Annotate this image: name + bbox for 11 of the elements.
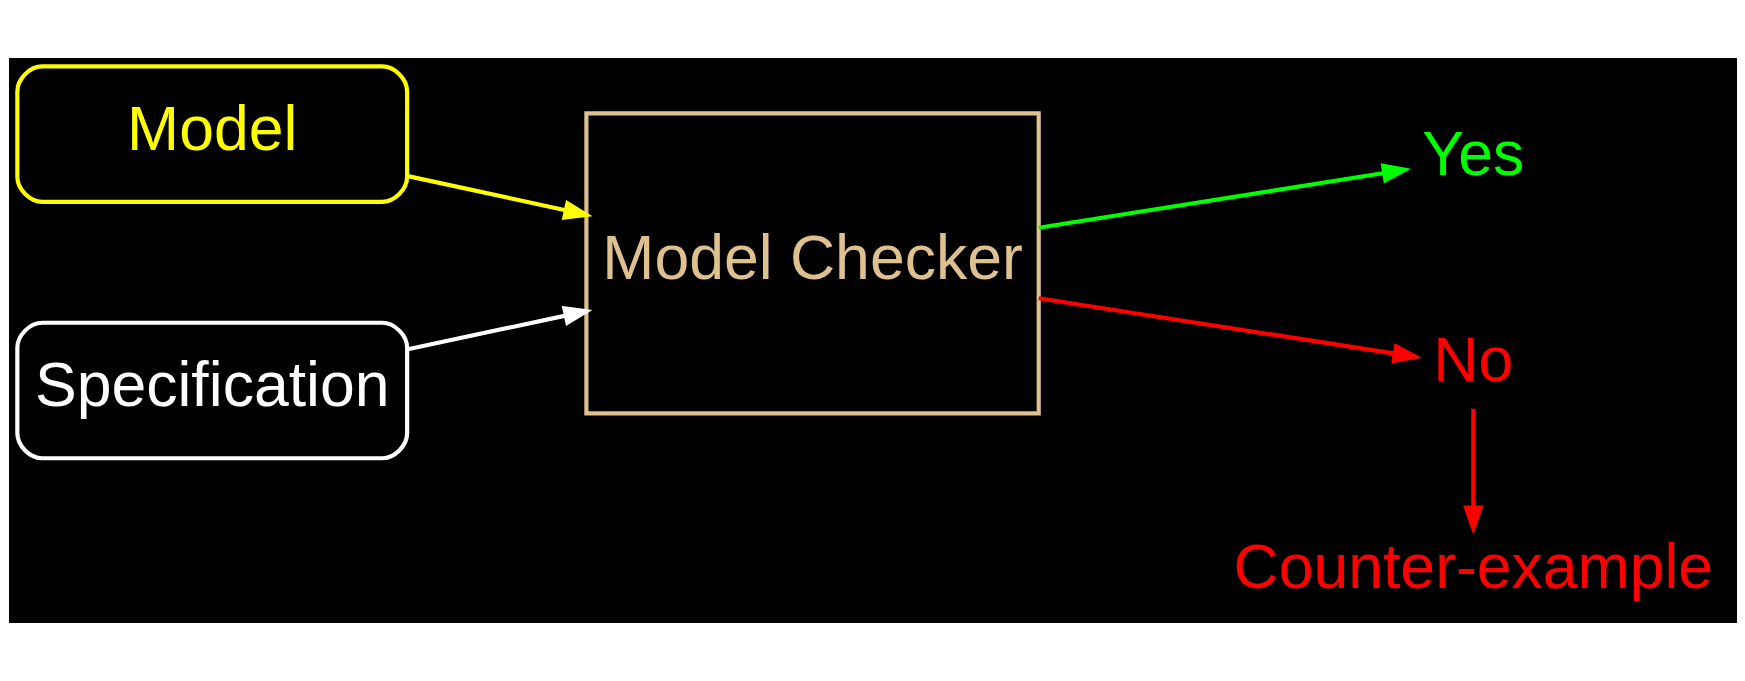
arrow — [406, 174, 592, 220]
node-text: Yes — [1421, 117, 1524, 188]
node-box: Specification — [14, 320, 409, 461]
node-box: Model — [14, 64, 409, 204]
node-text: Counter-example — [1233, 530, 1713, 601]
arrow — [406, 305, 592, 352]
arrow — [1037, 163, 1411, 230]
arrow — [1037, 296, 1422, 364]
node-text: No — [1432, 324, 1513, 395]
arrow — [1462, 408, 1484, 535]
node-box: Model Checker — [583, 111, 1041, 416]
